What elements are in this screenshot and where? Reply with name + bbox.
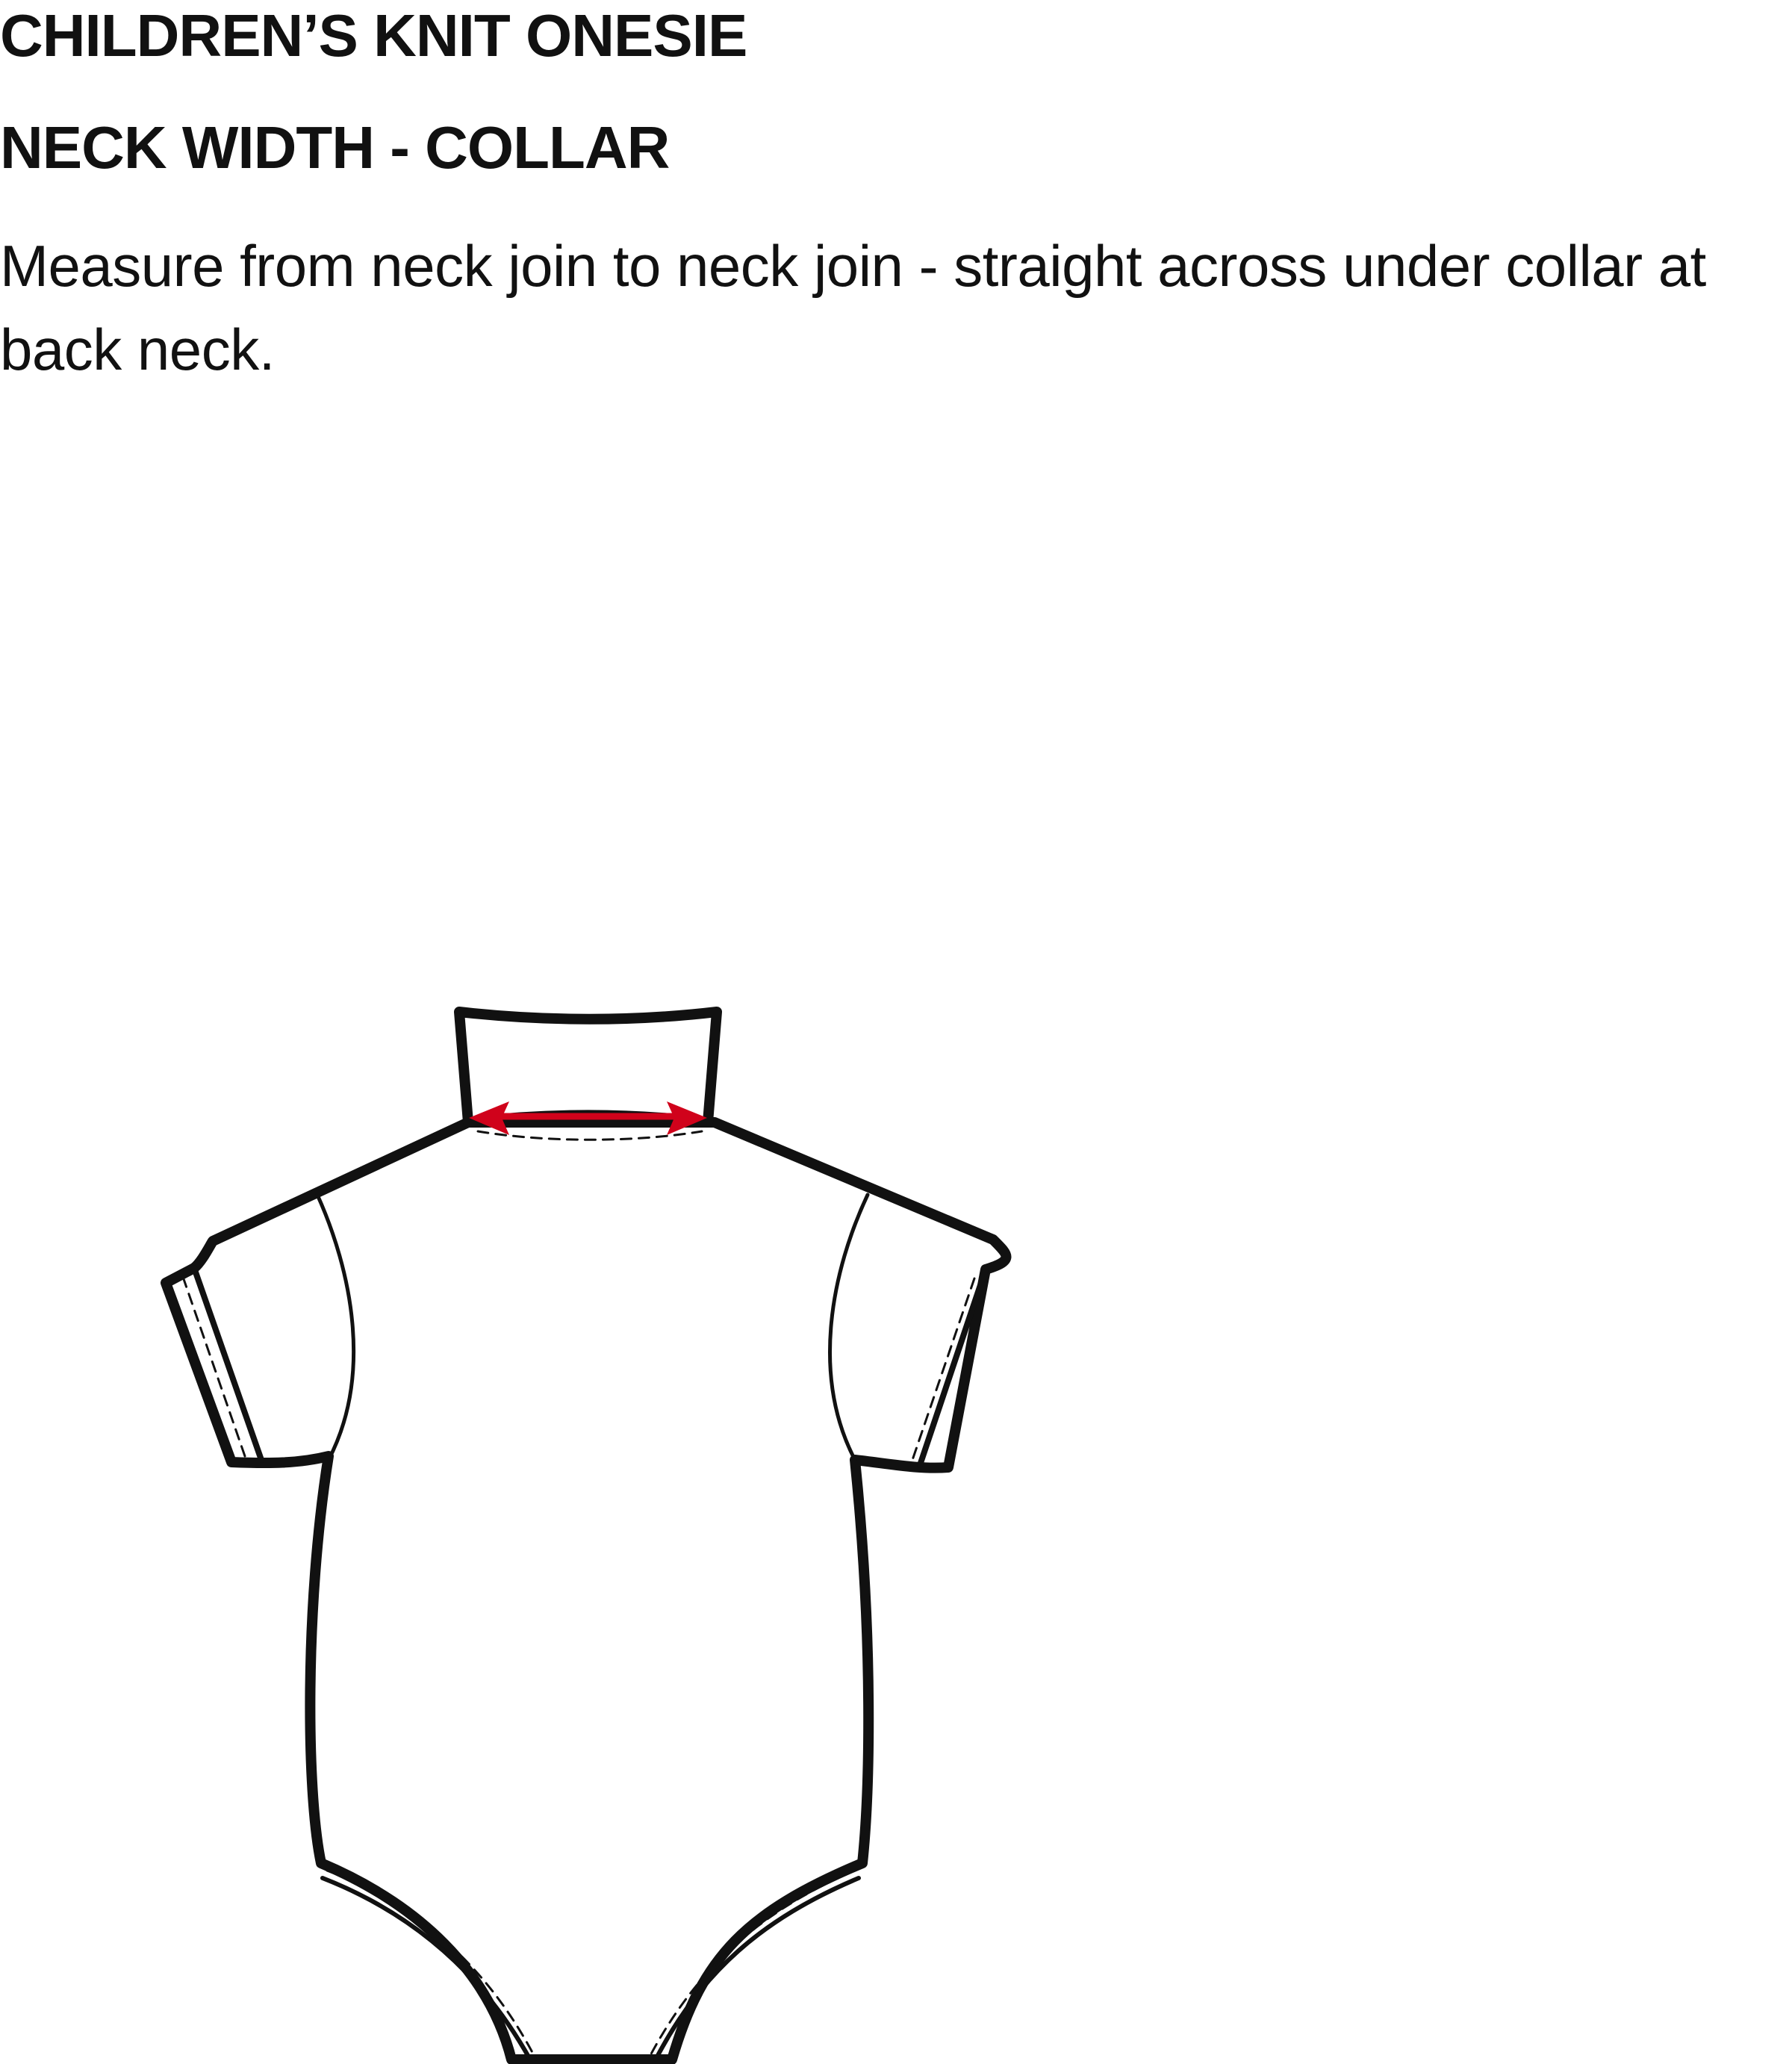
left-leg-binding: [320, 1876, 532, 2062]
right-sleeve-cuff: [917, 1266, 989, 1468]
left-cuff-stitch: [181, 1275, 246, 1458]
neck-width-arrow-left-head: [469, 1101, 509, 1135]
collar: [454, 1007, 722, 1128]
onesie-body: [161, 1117, 1012, 2064]
right-leg-stitch: [647, 1869, 856, 2061]
left-sleeve-cuff: [191, 1265, 264, 1463]
page-title: CHILDREN’S KNIT ONESIE: [0, 2, 747, 69]
measurement-instruction: Measure from neck join to neck join - st…: [0, 233, 1706, 382]
left-leg-stitch: [326, 1869, 538, 2061]
right-cuff-stitch: [911, 1277, 976, 1461]
neck-width-arrow-right-head: [667, 1101, 707, 1135]
neck-stitch-line: [476, 1130, 703, 1141]
left-sleeve-seam: [315, 1193, 356, 1462]
right-sleeve-seam: [828, 1193, 870, 1462]
double-headed-arrow-icon: [469, 1101, 707, 1135]
onesie-outline-icon: [161, 1007, 1012, 2064]
right-leg-binding: [653, 1876, 861, 2062]
measurement-name: NECK WIDTH - COLLAR: [0, 114, 670, 181]
